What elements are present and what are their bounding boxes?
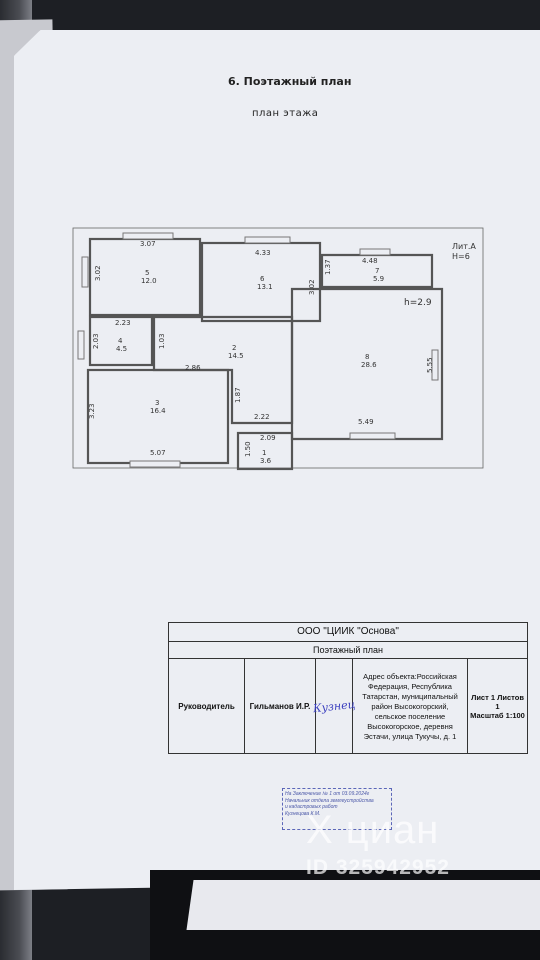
- plan-labels: 3.07 4.33 4.48 3.02 3.02 1.37 2.23 2.03 …: [88, 240, 476, 465]
- dim-label: 1.87: [234, 387, 242, 403]
- dim-label: 2.03: [92, 333, 100, 349]
- room-number: 2: [232, 344, 236, 352]
- room-area: 3.6: [260, 457, 272, 465]
- dim-label: 2.09: [260, 434, 276, 442]
- stamp-line: На Заключение № 1 от 03.09.2024г: [285, 791, 370, 797]
- dim-label: 4.48: [362, 257, 378, 265]
- room-area: 5.9: [373, 275, 384, 283]
- room-number: 3: [155, 399, 159, 407]
- dim-label: 1.50: [244, 441, 252, 457]
- company-name: ООО "ЦИИК "Основа": [169, 623, 527, 642]
- doc-name: Поэтажный план: [169, 642, 527, 659]
- room-area: 14.5: [228, 352, 244, 360]
- dim-label: 2.86: [185, 364, 201, 372]
- title-block: ООО "ЦИИК "Основа" Поэтажный план Руково…: [168, 622, 528, 754]
- dim-label: 5.07: [150, 449, 166, 457]
- room-area: 12.0: [141, 277, 157, 285]
- room-number: 7: [375, 267, 379, 275]
- role-cell: Руководитель: [169, 659, 245, 754]
- signature: Кузнец: [312, 697, 356, 716]
- room-number: 6: [260, 275, 265, 283]
- watermark-id: ID 325942952: [306, 856, 450, 879]
- dim-label: 3.02: [94, 265, 102, 281]
- floor-plan: 3.07 4.33 4.48 3.02 3.02 1.37 2.23 2.03 …: [72, 227, 484, 471]
- document-page: [14, 30, 540, 890]
- document-title: 6. Поэтажный план: [228, 75, 352, 88]
- dim-label: 3.23: [88, 403, 96, 419]
- title-block-row: Руководитель Гильманов И.Р. Кузнец Адрес…: [169, 659, 527, 754]
- dim-label: 1.03: [158, 333, 166, 349]
- room-area: 16.4: [150, 407, 166, 415]
- height-label: Н=6: [452, 252, 470, 261]
- plan-windows: [77, 232, 439, 468]
- dim-label: 5.49: [358, 418, 374, 426]
- dim-label: 4.33: [255, 249, 271, 257]
- stamp-line: Кузнецова К.М.: [285, 810, 321, 817]
- sheet-cell: Лист 1 Листов 1 Масштаб 1:100: [468, 659, 527, 754]
- under-page-edge: [186, 880, 540, 930]
- room-number: 4: [118, 337, 123, 345]
- sheet-label: Лист 1 Листов 1: [471, 693, 524, 711]
- stamp-line: и кадастровых работ: [285, 804, 338, 810]
- dim-label: 5.55: [426, 357, 434, 373]
- dim-label: 2.23: [115, 319, 131, 327]
- signature-cell: Кузнец: [312, 659, 356, 754]
- name-cell: Гильманов И.Р.: [245, 659, 316, 754]
- approval-stamp: На Заключение № 1 от 03.09.2024г Начальн…: [282, 788, 392, 830]
- ceiling-label: h=2.9: [404, 298, 432, 308]
- room-number: 8: [365, 353, 369, 361]
- lit-label: Лит.А: [452, 242, 476, 251]
- document-subtitle: план этажа: [252, 108, 319, 119]
- address-cell: Адрес объекта:Российская Федерация, Респ…: [353, 659, 468, 754]
- dim-label: 1.37: [324, 259, 332, 275]
- room-area: 4.5: [116, 345, 127, 353]
- dim-label: 3.07: [140, 240, 156, 248]
- watermark-logo: Х циан: [306, 808, 440, 852]
- room-area: 13.1: [257, 283, 273, 291]
- scale-label: Масштаб 1:100: [470, 711, 525, 720]
- room-area: 28.6: [361, 361, 377, 369]
- room-number: 1: [262, 449, 266, 457]
- dim-label: 3.02: [308, 279, 316, 295]
- stamp-line: Начальник отдела землеустройства: [285, 797, 374, 804]
- room-number: 5: [145, 269, 149, 277]
- dim-label: 2.22: [254, 413, 270, 421]
